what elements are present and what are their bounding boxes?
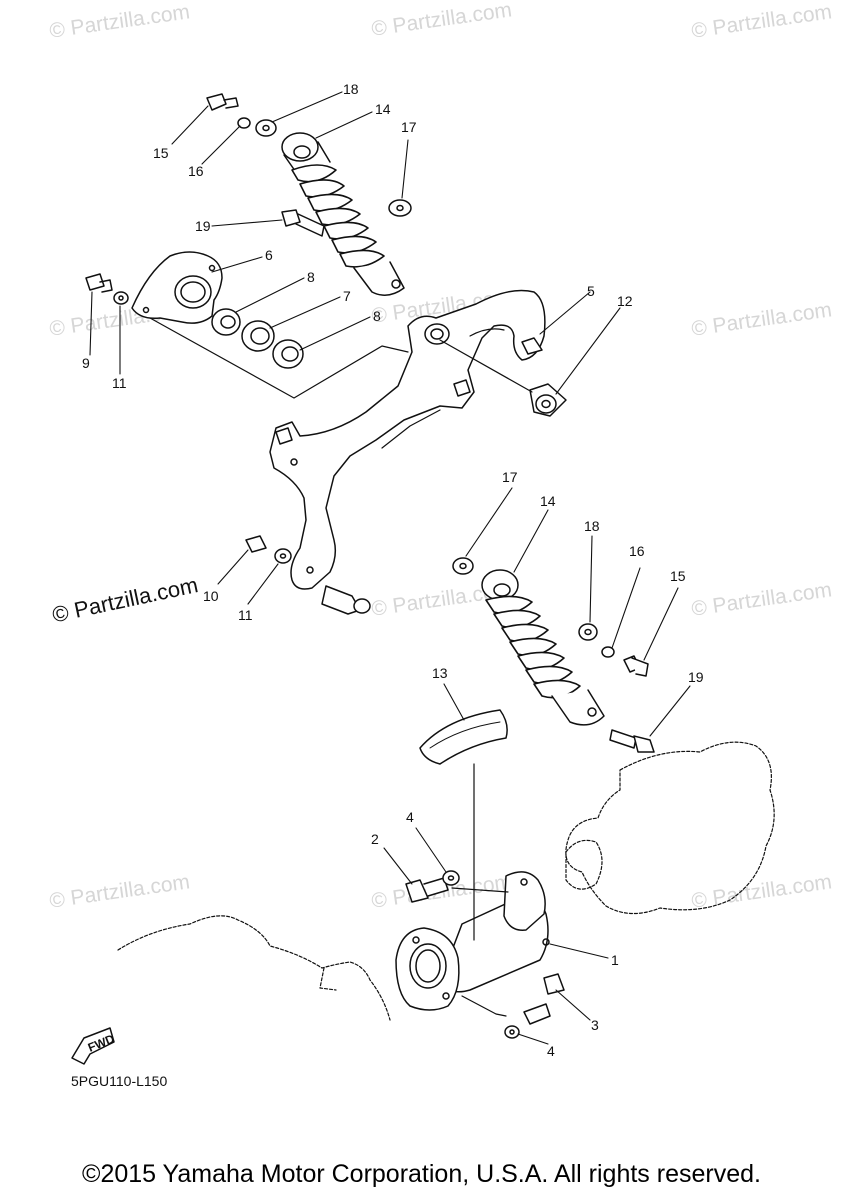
- leader-lines: [89, 91, 691, 1045]
- callout-7: 7: [343, 288, 351, 304]
- callout-11: 11: [238, 607, 253, 623]
- callout-18: 18: [584, 518, 600, 534]
- callout-16: 16: [629, 543, 645, 559]
- callout-10: 10: [203, 588, 219, 604]
- callout-1: 1: [611, 952, 619, 968]
- callout-15: 15: [153, 145, 169, 161]
- callout-19: 19: [195, 218, 211, 234]
- callout-4: 4: [406, 809, 414, 825]
- pivot-shaft-assembly: [395, 763, 565, 1039]
- callout-18: 18: [343, 81, 359, 97]
- copyright-notice: ©2015 Yamaha Motor Corporation, U.S.A. A…: [82, 1160, 761, 1188]
- callout-16: 16: [188, 163, 204, 179]
- upper-rear-shock-absorber: [281, 132, 405, 296]
- callout-3: 3: [591, 1017, 599, 1033]
- callout-4: 4: [547, 1043, 555, 1059]
- callout-9: 9: [82, 355, 90, 371]
- upper-mount-hardware: [206, 93, 412, 237]
- left-bracket-and-bearings: [85, 251, 409, 399]
- frame-outline: [117, 915, 391, 1021]
- callout-labels: 18 14 17 15 16 19 6 8 7 8 5 12 9 11 10 1…: [82, 81, 704, 1059]
- engine-case-outline: [565, 741, 775, 915]
- arm-lower-hardware: [245, 535, 371, 615]
- callout-11: 11: [112, 375, 127, 391]
- callout-2: 2: [371, 831, 379, 847]
- lower-rear-shock-absorber: [481, 569, 605, 726]
- callout-8: 8: [373, 308, 381, 324]
- callout-14: 14: [375, 101, 391, 117]
- callout-14: 14: [540, 493, 556, 509]
- callout-8: 8: [307, 269, 315, 285]
- diagram-code: 5PGU110-L150: [71, 1073, 168, 1089]
- callout-15: 15: [670, 568, 686, 584]
- callout-12: 12: [617, 293, 633, 309]
- callout-19: 19: [688, 669, 704, 685]
- callout-17: 17: [401, 119, 417, 135]
- forward-direction-arrow: FWD: [71, 1027, 117, 1065]
- lower-mount-hardware: [452, 557, 655, 753]
- callout-13: 13: [432, 665, 448, 681]
- protector-pad: [419, 709, 508, 765]
- callout-6: 6: [265, 247, 273, 263]
- rear-arm: [269, 289, 546, 590]
- callout-17: 17: [502, 469, 518, 485]
- callout-5: 5: [587, 283, 595, 299]
